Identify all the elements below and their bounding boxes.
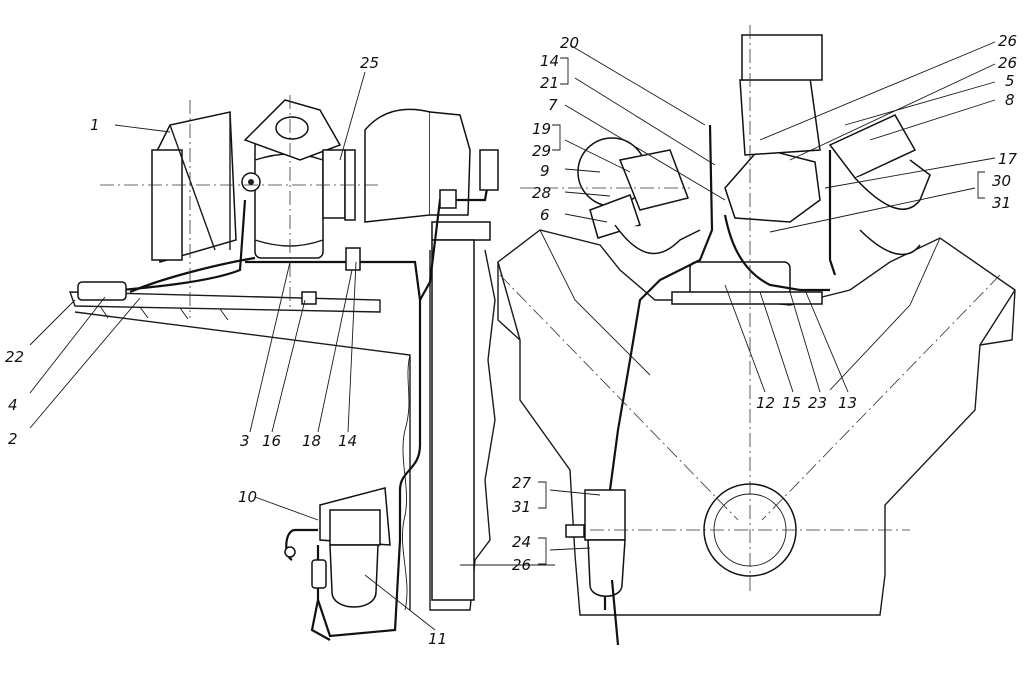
callout-31-bottom: 31 — [512, 498, 531, 516]
callout-2: 2 — [8, 430, 18, 448]
callout-7: 7 — [548, 96, 558, 114]
callout-14-right: 14 — [540, 52, 559, 70]
callout-27: 27 — [512, 474, 532, 492]
callout-28: 28 — [532, 184, 551, 202]
center-lines — [100, 25, 1001, 595]
callout-25: 25 — [360, 54, 379, 72]
callout-8: 8 — [1005, 91, 1015, 109]
callout-22: 22 — [5, 348, 24, 366]
callout-3: 3 — [240, 432, 250, 450]
callout-30: 30 — [992, 172, 1011, 190]
callout-31: 31 — [992, 194, 1011, 212]
callout-10: 10 — [238, 488, 257, 506]
callout-24: 24 — [512, 533, 531, 551]
callout-11: 11 — [428, 630, 447, 648]
callout-1: 1 — [90, 116, 100, 134]
bottom-oil-filter — [565, 489, 626, 646]
right-cylinder-head-cap — [828, 114, 931, 256]
callout-26-b: 26 — [998, 54, 1017, 72]
callout-labels: 1 25 22 4 2 3 16 18 14 10 11 20 14 21 7 … — [5, 32, 1018, 648]
callout-14: 14 — [338, 432, 357, 450]
oil-filter — [284, 487, 391, 641]
callout-23: 23 — [808, 394, 827, 412]
callout-26-a: 26 — [998, 32, 1017, 50]
callout-17: 17 — [998, 150, 1018, 168]
callout-5: 5 — [1005, 72, 1015, 90]
callout-15: 15 — [782, 394, 801, 412]
callout-12: 12 — [756, 394, 775, 412]
exhaust-pipe — [364, 108, 431, 223]
left-side-view — [68, 99, 499, 641]
callout-19: 19 — [532, 120, 551, 138]
callout-13: 13 — [838, 394, 857, 412]
callout-29: 29 — [532, 142, 551, 160]
turbocharger — [151, 99, 356, 263]
leader-lines — [29, 41, 996, 631]
callout-4: 4 — [8, 396, 18, 414]
callout-16: 16 — [262, 432, 281, 450]
callout-18: 18 — [302, 432, 321, 450]
right-front-view — [497, 34, 1016, 646]
v-engine-block — [497, 229, 1016, 616]
callout-20: 20 — [560, 34, 579, 52]
callout-26-c: 26 — [512, 556, 531, 574]
callout-21: 21 — [540, 74, 559, 92]
callout-6: 6 — [540, 206, 550, 224]
callout-9: 9 — [540, 162, 550, 180]
